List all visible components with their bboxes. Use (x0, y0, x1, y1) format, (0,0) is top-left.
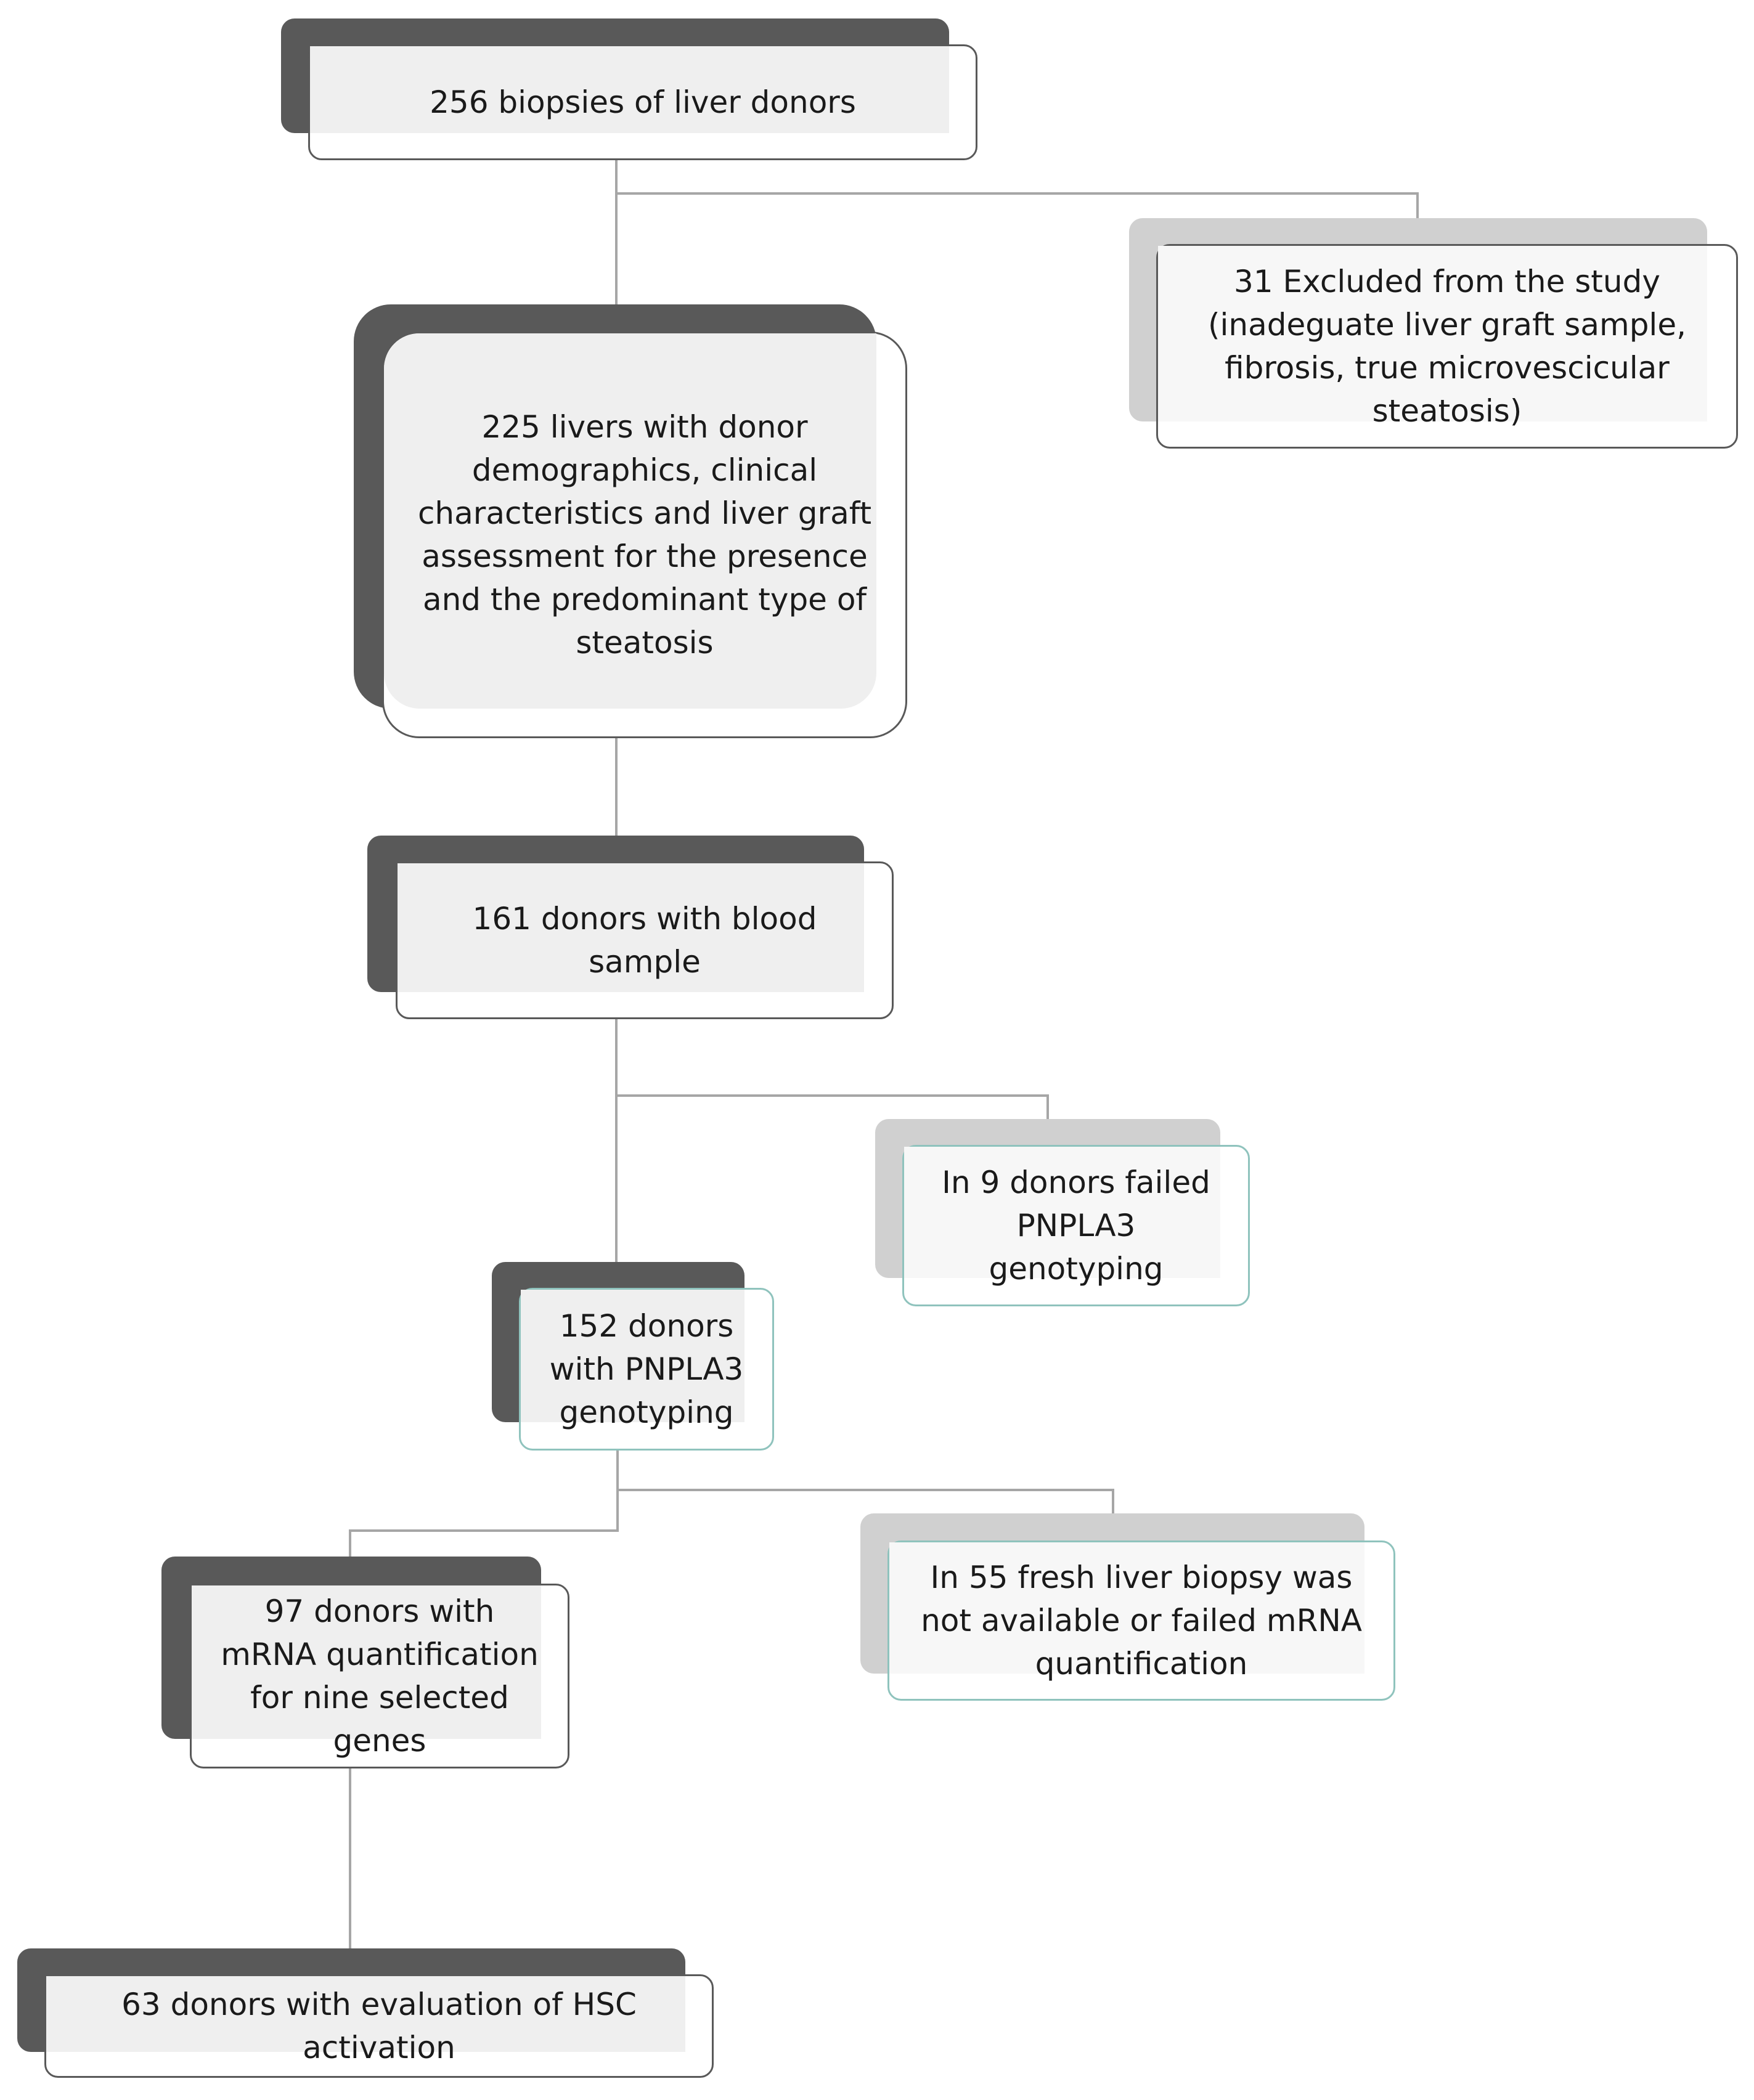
box-label: 161 donors with blood sample (472, 901, 817, 980)
box-fill (889, 1542, 1364, 1674)
box-label: 256 biopsies of liver donors (430, 84, 856, 120)
connector-161-to-failed (615, 1094, 1049, 1097)
box-fill (384, 333, 876, 709)
box-fill (904, 1147, 1220, 1278)
box-label: In 9 donors failed PNPLA3 genotyping (942, 1165, 1210, 1287)
connector-152-down (616, 1451, 619, 1532)
connector-excluded-drop (1416, 192, 1419, 218)
connector-55-drop (1112, 1489, 1114, 1513)
connector-failed-drop (1046, 1094, 1049, 1119)
box-label: 225 livers with donor demographics, clin… (417, 409, 872, 661)
box-label: 97 donors with mRNA quantification for n… (221, 1593, 539, 1759)
box-label: 63 donors with evaluation of HSC activat… (121, 1987, 637, 2065)
box-fill (192, 1585, 541, 1739)
connector-152-to-55 (616, 1489, 1114, 1491)
connector-161-to-152 (615, 1018, 618, 1262)
box-fill (521, 1290, 744, 1422)
box-fill (46, 1976, 685, 2052)
connector-97-to-63 (349, 1768, 351, 1948)
box-label: 152 donors with PNPLA3 genotyping (549, 1308, 744, 1430)
connector-152-to-97 (349, 1529, 619, 1532)
box-fill (310, 46, 949, 133)
box-fill (398, 863, 864, 992)
connector-256-down (615, 159, 618, 304)
box-fill (1158, 246, 1707, 421)
connector-256-to-excluded (615, 192, 1419, 195)
box-label: In 55 fresh liver biopsy was not availab… (921, 1560, 1362, 1682)
connector-225-to-161 (615, 737, 618, 836)
box-label: 31 Excluded from the study (inadeguate l… (1208, 264, 1686, 429)
connector-97-drop (349, 1529, 351, 1557)
